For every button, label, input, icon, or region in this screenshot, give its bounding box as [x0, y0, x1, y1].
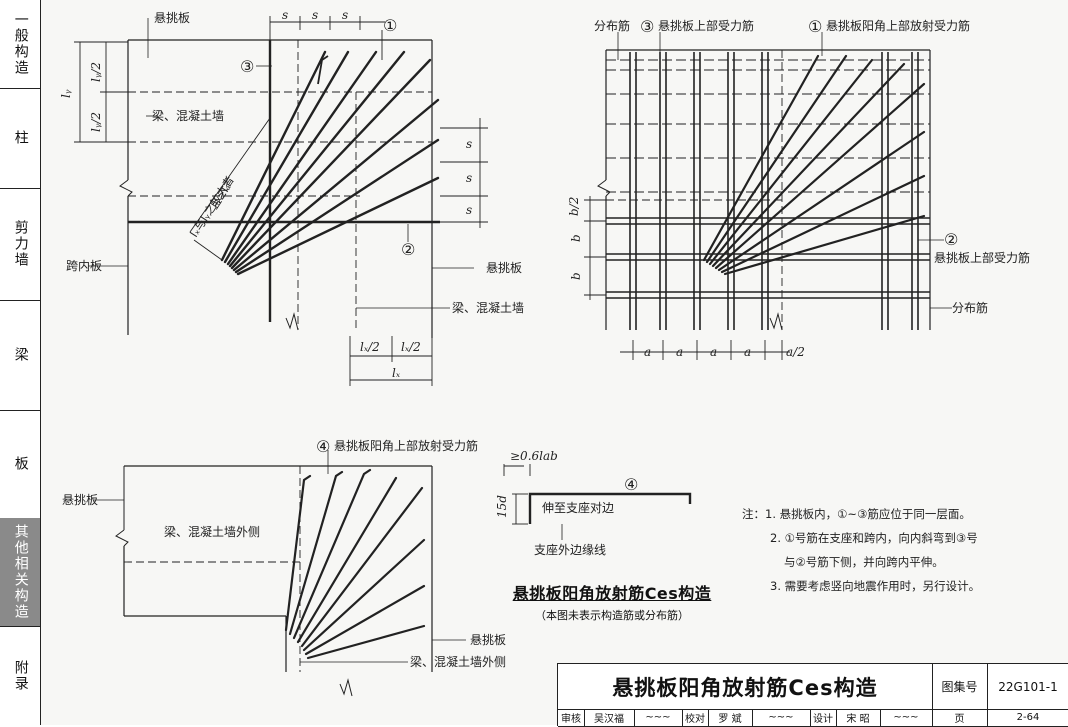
- label-distribution-bar: 分布筋: [952, 300, 988, 315]
- sidebar-item-appendix[interactable]: 附录: [0, 626, 40, 725]
- dim-s: s: [466, 171, 472, 185]
- dim-a: a: [644, 345, 651, 359]
- title-block: 悬挑板阳角放射筋Ces构造 图集号 22G101-1 审核 吴汉福 ~~~ 校对…: [557, 663, 1068, 727]
- dim-lx-half: lₓ/2: [401, 340, 421, 354]
- atlas-label: 图集号: [932, 664, 988, 710]
- marker-2: ②: [401, 240, 415, 259]
- sidebar-item-label: 附录: [12, 659, 29, 692]
- dim-s: s: [282, 8, 288, 22]
- dim-b-half: b/2: [567, 197, 581, 216]
- checker-signature: ~~~: [752, 709, 811, 727]
- dim-s: s: [342, 8, 348, 22]
- note-row: 注：1. 悬挑板内，①~③筋应位于同一层面。: [742, 502, 980, 526]
- sidebar-item-label: 梁: [12, 347, 29, 363]
- dim-lx-half: lₓ/2: [360, 340, 380, 354]
- dim-b: b: [569, 272, 583, 280]
- note-row: 3. 需要考虑竖向地震作用时，另行设计。: [742, 574, 980, 598]
- chapter-sidebar: 一般构造 柱 剪力墙 梁 板 其他相关构造 附录: [0, 0, 41, 725]
- dim-a: a: [710, 345, 717, 359]
- sidebar-item-other[interactable]: 其他相关构造: [0, 518, 40, 627]
- designer-name: 宋 昭: [836, 709, 881, 727]
- checker-name: 罗 斌: [708, 709, 753, 727]
- dim-a: a: [676, 345, 683, 359]
- marker-3: ③: [240, 57, 254, 76]
- sidebar-item-label: 其他相关构造: [12, 524, 29, 620]
- dim-a: a: [744, 345, 751, 359]
- reviewer-name: 吴汉福: [584, 709, 635, 727]
- figure-1-plan: [74, 16, 488, 386]
- note-row: 与②号筋下侧，并向跨内平伸。: [742, 550, 980, 574]
- marker-2: ②: [944, 230, 958, 249]
- label-cantilever-slab: 悬挑板: [154, 11, 190, 25]
- caption-subtitle: （本图未表示构造筋或分布筋）: [535, 609, 689, 622]
- detail-4-bar-shape: [503, 464, 692, 540]
- page-number: 2-64: [987, 709, 1068, 727]
- label-distribution-bar: 分布筋: [594, 18, 630, 33]
- label-extend-to-support: 伸至支座对边: [542, 500, 614, 515]
- sidebar-item-beam[interactable]: 梁: [0, 300, 40, 411]
- note-item: 3. 需要考虑竖向地震作用时，另行设计。: [770, 579, 981, 593]
- sidebar-item-label: 一般构造: [12, 12, 29, 76]
- sidebar-item-column[interactable]: 柱: [0, 88, 40, 189]
- dim-ly-half: lᵧ/2: [89, 62, 103, 82]
- sidebar-item-general[interactable]: 一般构造: [0, 0, 40, 89]
- note-row: 2. ①号筋在支座和跨内，向内斜弯到③号: [742, 526, 980, 550]
- page-label: 页: [932, 709, 988, 727]
- label-cantilever-slab: 悬挑板: [486, 261, 522, 275]
- dim-15d: 15d: [495, 495, 509, 518]
- caption-title: 悬挑板阳角放射筋Ces构造: [512, 584, 712, 603]
- label-support-edge-line: 支座外边缘线: [534, 542, 606, 557]
- title-block-title: 悬挑板阳角放射筋Ces构造: [558, 664, 933, 710]
- dim-anchor-length: ≥0.6lab: [510, 449, 558, 463]
- figure-caption: 悬挑板阳角放射筋Ces构造 （本图未表示构造筋或分布筋）: [492, 580, 732, 623]
- label-top-bar: 悬挑板上部受力筋: [658, 18, 754, 33]
- review-label: 审核: [558, 709, 585, 727]
- sidebar-item-shear-wall[interactable]: 剪力墙: [0, 188, 40, 301]
- label-wall-outer-face: 梁、混凝土墙外侧: [164, 524, 260, 539]
- note-item: 与②号筋下侧，并向跨内平伸。: [784, 555, 944, 569]
- dim-s: s: [312, 8, 318, 22]
- figure-2-plan: [584, 32, 952, 360]
- note-item: 2. ①号筋在支座和跨内，向内斜弯到③号: [770, 531, 978, 545]
- reviewer-signature: ~~~: [634, 709, 683, 727]
- design-label: 设计: [810, 709, 837, 727]
- label-cantilever-slab: 悬挑板: [62, 493, 98, 507]
- sidebar-item-label: 柱: [12, 130, 29, 146]
- figure-3-plan: [94, 450, 466, 697]
- dim-lx: lₓ: [392, 366, 401, 380]
- marker-1: ①: [808, 17, 822, 36]
- designer-signature: ~~~: [880, 709, 933, 727]
- figure-3-labels: ④ 悬挑板阳角上部放射受力筋 悬挑板 梁、混凝土墙外侧 悬挑板 梁、混凝土墙外侧: [62, 437, 506, 669]
- marker-4: ④: [316, 437, 330, 456]
- design-notes: 注：1. 悬挑板内，①~③筋应位于同一层面。 2. ①号筋在支座和跨内，向内斜弯…: [742, 502, 980, 598]
- label-radial-bar: 悬挑板阳角上部放射受力筋: [334, 438, 478, 453]
- notes-prefix: 注：: [742, 507, 765, 521]
- marker-3: ③: [640, 17, 654, 36]
- note-item: 1. 悬挑板内，①~③筋应位于同一层面。: [765, 507, 971, 521]
- sidebar-item-label: 剪力墙: [12, 220, 29, 268]
- atlas-number: 22G101-1: [987, 664, 1068, 710]
- marker-1: ①: [383, 16, 397, 35]
- figure-2-labels: 分布筋 ③ 悬挑板上部受力筋 ① 悬挑板阳角上部放射受力筋 b/2 b b ② …: [567, 17, 1030, 359]
- dim-b: b: [569, 234, 583, 242]
- marker-4: ④: [624, 475, 638, 494]
- label-top-bar: 悬挑板上部受力筋: [934, 250, 1030, 265]
- dim-ly-half: lᵧ/2: [89, 112, 103, 132]
- check-label: 校对: [682, 709, 709, 727]
- sidebar-item-label: 板: [12, 456, 29, 472]
- label-wall-outer-face: 梁、混凝土墙外侧: [410, 654, 506, 669]
- dim-s: s: [466, 203, 472, 217]
- label-radial-bar: 悬挑板阳角上部放射受力筋: [826, 18, 970, 33]
- dim-ly: lᵧ: [59, 89, 73, 98]
- dim-s: s: [466, 137, 472, 151]
- label-beam-wall: 梁、混凝土墙: [452, 300, 524, 315]
- label-span-slab: 跨内板: [66, 259, 102, 273]
- detail-4-labels: ≥0.6lab ④ 15d 伸至支座对边 支座外边缘线: [495, 449, 638, 557]
- label-beam-wall: 梁、混凝土墙: [152, 108, 224, 123]
- label-cantilever-slab: 悬挑板: [470, 633, 506, 647]
- dim-a-half: a/2: [786, 345, 805, 359]
